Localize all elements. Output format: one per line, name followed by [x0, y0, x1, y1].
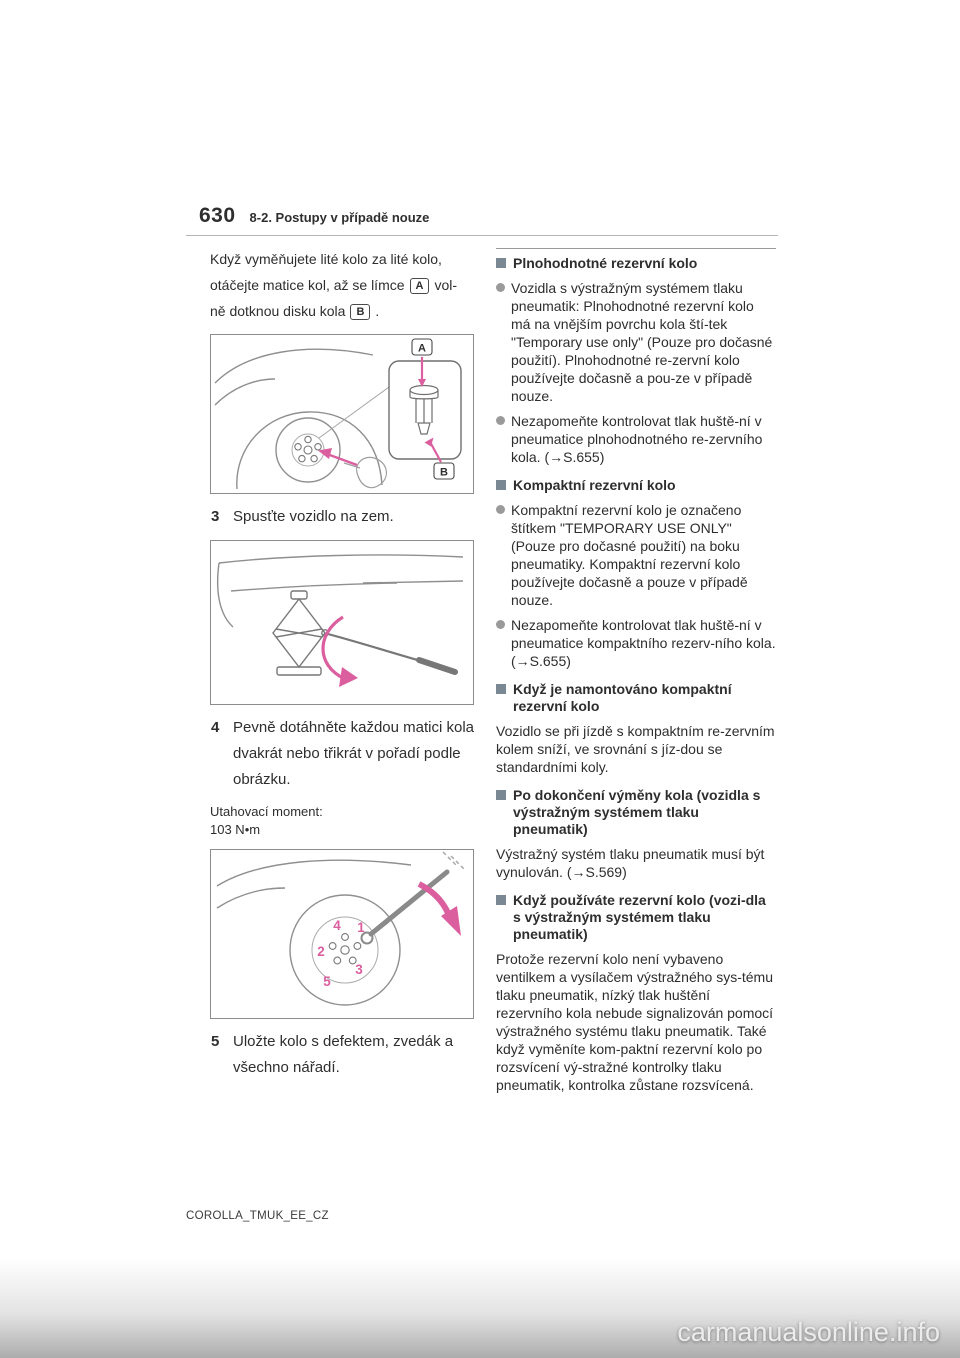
figure-label-a-box — [411, 338, 433, 356]
section-title: 8-2. Postupy v případě nouze — [249, 210, 430, 225]
step-5: 5 Uložte kolo s defektem, zvedák a všech… — [210, 1029, 474, 1081]
tightening-number-3: 3 — [355, 962, 363, 977]
bullet-text: Nezapomeňte kontrolovat tlak huště-ní v … — [511, 413, 763, 465]
tightening-number-4: 4 — [333, 918, 341, 933]
paragraph: Protože rezervní kolo není vybaveno vent… — [496, 951, 774, 1093]
right-column-divider — [496, 248, 776, 249]
bullet-dot-icon — [496, 620, 505, 629]
magnifier-callout-box — [388, 360, 462, 460]
bullet-text: Nezapomeňte kontrolovat tlak huště-ní v … — [511, 617, 776, 669]
section-header-text: Kompaktní rezervní kolo — [513, 477, 676, 493]
tightening-number-5: 5 — [323, 974, 331, 989]
hand-sketch — [343, 456, 388, 489]
page-header: 630 8-2. Postupy v případě nouze — [186, 204, 778, 228]
watermark: carmanualsonline.info — [677, 1317, 940, 1347]
wheel-nut-wrench — [368, 869, 450, 937]
step-text: Pevně dotáhněte každou matici kola dvakr… — [233, 719, 474, 788]
two-column-layout: Když vyměňujete lité kolo za lité kolo, … — [186, 240, 778, 1103]
intro-paragraph: Když vyměňujete lité kolo za lité kolo, … — [210, 246, 474, 324]
jack-illustration — [216, 554, 464, 687]
paragraph: Vozidlo se při jízdě s kompaktním re-zer… — [496, 723, 775, 775]
step-number: 3 — [211, 508, 220, 525]
pink-rotation-arrow — [339, 667, 358, 687]
section-header-after-replacement: Po dokončení výměny kola (vozidla s výst… — [496, 787, 776, 838]
step-text: Uložte kolo s defektem, zvedák a všechno… — [233, 1033, 454, 1076]
section-header-full-size-spare: Plnohodnotné rezervní kolo — [496, 255, 776, 272]
document-code: COROLLA_TMUK_EE_CZ — [186, 1210, 329, 1222]
bullet-item: Vozidla s výstražným systémem tlaku pneu… — [496, 279, 776, 405]
square-marker-icon — [496, 480, 506, 490]
figure-jack-lowering — [210, 540, 474, 705]
bullet-dot-icon — [496, 416, 505, 425]
square-marker-icon — [496, 684, 506, 694]
key-label-b: B — [350, 304, 371, 320]
square-marker-icon — [496, 895, 506, 905]
bullet-item: Nezapomeňte kontrolovat tlak huště-ní v … — [496, 616, 776, 670]
step-number: 5 — [211, 1033, 220, 1050]
section-header-text: Když je namontováno kompaktní rezervní k… — [513, 681, 732, 714]
section-header-text: Plnohodnotné rezervní kolo — [513, 255, 698, 271]
key-label-a: A — [409, 278, 430, 294]
pink-turn-arrow — [441, 906, 461, 936]
header-divider — [186, 235, 778, 236]
bullet-text: Kompaktní rezervní kolo je označeno štít… — [511, 502, 748, 608]
section-header-compact-spare: Kompaktní rezervní kolo — [496, 477, 776, 494]
step-4: 4 Pevně dotáhněte každou matici kola dva… — [210, 715, 474, 793]
wheel-nut-wrench — [416, 657, 458, 675]
section-header-text: Když používáte rezervní kolo (vozi-dla s… — [513, 892, 766, 942]
torque-value: 103 N•m — [210, 822, 261, 837]
figure-label-b-box — [433, 462, 455, 480]
torque-label: Utahovací moment: — [210, 804, 323, 819]
left-column: Když vyměňujete lité kolo za lité kolo, … — [210, 240, 474, 1103]
intro-text-line1: Když vyměňujete lité kolo za lité kolo, — [210, 251, 442, 267]
intro-text-line3b: . — [375, 303, 380, 319]
section-header-using-spare: Když používáte rezervní kolo (vozi-dla s… — [496, 892, 776, 943]
step-number: 4 — [211, 719, 220, 736]
pink-arrow-to-hub — [318, 448, 332, 459]
right-column: Plnohodnotné rezervní kolo Vozidla s výs… — [496, 240, 776, 1103]
page-number: 630 — [199, 204, 236, 227]
figure-tightening-order: 1 2 3 4 5 — [210, 849, 474, 1019]
figure-label-b: B — [440, 467, 448, 479]
page-content: 630 8-2. Postupy v případě nouze Když vy… — [186, 204, 778, 1103]
bullet-text: Vozidla s výstražným systémem tlaku pneu… — [511, 280, 773, 404]
square-marker-icon — [496, 790, 506, 800]
bullet-item: Nezapomeňte kontrolovat tlak huště-ní v … — [496, 412, 776, 466]
lug-nut-side-view — [409, 384, 439, 435]
bullet-dot-icon — [496, 283, 505, 292]
tightening-order-illustration: 1 2 3 4 5 — [216, 851, 466, 1006]
intro-text-line3: ně dotknou disku kola — [210, 303, 346, 319]
torque-note: Utahovací moment: 103 N•m — [210, 803, 474, 839]
step-text: Spusťte vozidlo na zem. — [233, 508, 394, 525]
scissor-jack — [272, 590, 329, 676]
intro-text-line2b: vol- — [434, 277, 458, 293]
lug-nut-detail-illustration: A B — [214, 338, 462, 490]
square-marker-icon — [496, 258, 506, 268]
step-3: 3 Spusťte vozidlo na zem. — [210, 504, 474, 530]
intro-text-line2: otáčejte matice kol, až se límce — [210, 277, 405, 293]
bullet-dot-icon — [496, 505, 505, 514]
paragraph: Výstražný systém tlaku pneumatik musí bý… — [496, 846, 765, 880]
jack-handle-rod — [327, 632, 422, 663]
figure-label-a: A — [418, 343, 426, 355]
tightening-number-1: 1 — [357, 920, 365, 935]
section-header-compact-mounted: Když je namontováno kompaktní rezervní k… — [496, 681, 776, 715]
bullet-item: Kompaktní rezervní kolo je označeno štít… — [496, 501, 776, 609]
tightening-number-2: 2 — [317, 944, 325, 959]
section-header-text: Po dokončení výměny kola (vozidla s výst… — [513, 787, 761, 837]
figure-lug-nut-detail: A B — [210, 334, 474, 494]
